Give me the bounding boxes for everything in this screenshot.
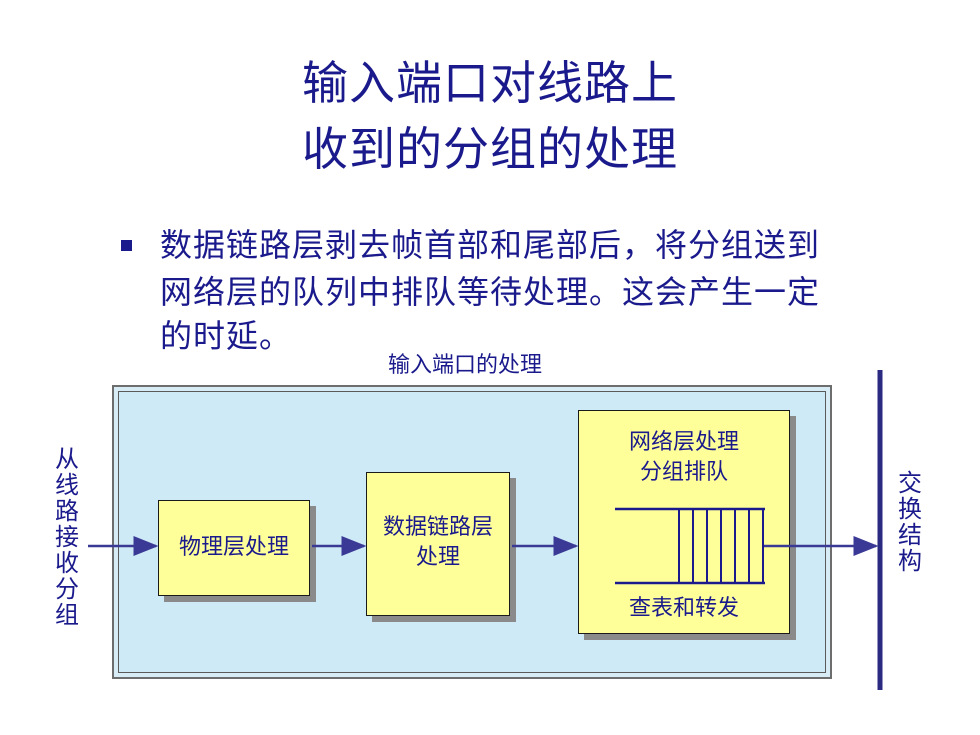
input-label-char: 组	[55, 601, 79, 629]
output-label-char: 结	[898, 521, 922, 549]
output-label-char: 换	[898, 495, 922, 523]
output-label-char: 交	[898, 469, 922, 497]
square-bullet-icon	[121, 240, 132, 251]
switch-fabric-label: 交 换 结 构	[895, 470, 925, 574]
input-label-char: 收	[55, 549, 79, 577]
slide-title-line-1: 输入端口对线路上	[302, 56, 678, 110]
diagram-caption: 输入端口的处理	[387, 353, 542, 378]
input-label-char: 从	[55, 445, 79, 473]
input-label-char: 线	[55, 471, 79, 499]
slide-title-line-2: 收到的分组的处理	[302, 122, 678, 176]
bullet-text-line-1: 数据链路层剥去帧首部和尾部后，将分组送到	[160, 226, 821, 264]
network-layer-block: 网络层处理 分组排队 查表和转发	[578, 410, 790, 634]
input-label-char: 路	[55, 497, 79, 525]
packet-queue-icon	[615, 507, 765, 585]
datalink-block-line-2: 处理	[415, 545, 460, 570]
network-block-line-1: 网络层处理	[628, 430, 739, 455]
output-label-char: 构	[898, 547, 922, 575]
bullet-text-line-3: 的时延。	[160, 317, 293, 355]
input-label-char: 接	[55, 523, 79, 551]
input-line-label: 从 线 路 接 收 分 组	[52, 446, 82, 628]
physical-layer-block: 物理层处理	[158, 500, 310, 596]
datalink-block-line-1: 数据链路层	[382, 515, 493, 540]
input-label-char: 分	[55, 575, 79, 603]
bullet-text-line-2: 网络层的队列中排队等待处理。这会产生一定	[160, 273, 821, 311]
network-block-line-3: 查表和转发	[628, 596, 739, 621]
datalink-layer-block: 数据链路层 处理	[366, 472, 510, 616]
network-block-line-2: 分组排队	[639, 460, 728, 485]
